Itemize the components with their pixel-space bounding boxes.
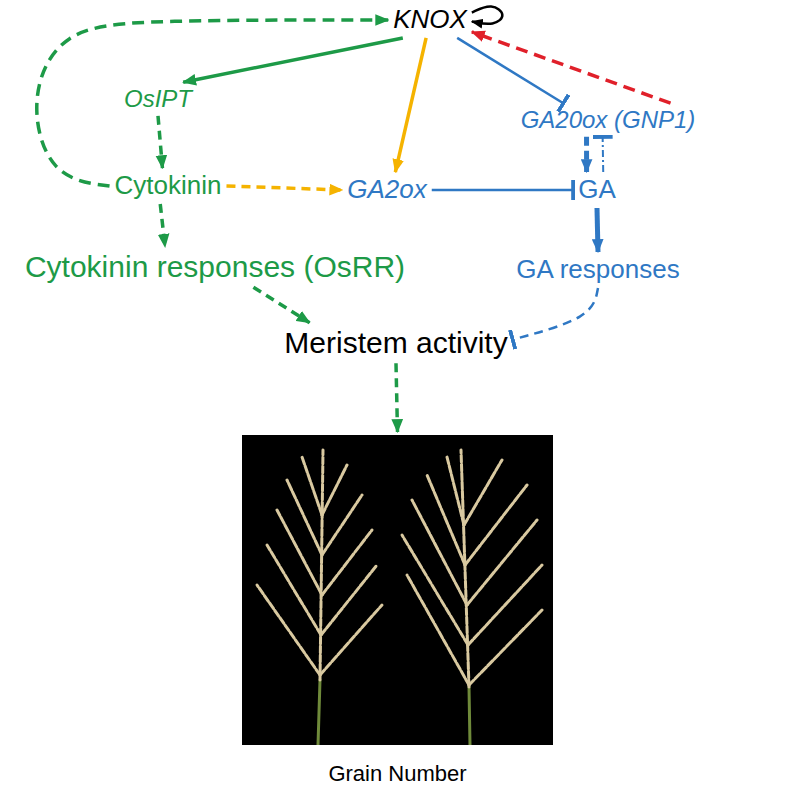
activation-connector: [226, 186, 342, 190]
activation-connector: [253, 287, 309, 323]
hormone-label: Cytokinin: [113, 171, 224, 201]
process-label: Meristem activity: [282, 326, 509, 361]
hormone-label: GA: [576, 175, 618, 205]
gene-label: GA20ox (GNP1): [519, 106, 698, 134]
node-text: KNOX: [391, 5, 469, 35]
panicle-photo: [242, 435, 553, 745]
inhibition-connector: [513, 288, 598, 340]
node-text: Cytokinin responses (OsRR): [23, 250, 407, 285]
activation-connector: [160, 204, 165, 247]
node-text: GA: [576, 175, 618, 205]
inhibition-connector: [602, 137, 605, 172]
node-text: OsIPT: [122, 85, 194, 113]
node-text: Grain Number: [242, 761, 553, 786]
activation-connector: [584, 137, 589, 172]
node-text: Meristem activity: [282, 326, 509, 361]
activation-connector: [158, 116, 162, 168]
gene-label: OsIPT: [122, 85, 194, 113]
inhibition-connector: [432, 189, 573, 192]
activation-connector: [472, 7, 503, 24]
activation-connector: [37, 20, 388, 186]
gene-label: KNOX: [391, 5, 469, 35]
activation-connector: [597, 208, 598, 252]
gene-label: GA2ox: [345, 175, 429, 205]
inhibition-connector: [457, 38, 563, 103]
activation-connector: [395, 38, 426, 172]
node-text: GA2ox: [345, 175, 429, 205]
activation-connector: [396, 363, 398, 432]
activation-connector: [472, 32, 671, 103]
node-text: GA20ox (GNP1): [519, 106, 698, 134]
node-text: GA responses: [514, 255, 681, 285]
photo-caption: Grain Number: [242, 435, 553, 786]
response-label: GA responses: [514, 255, 681, 285]
node-text: Cytokinin: [113, 171, 224, 201]
response-label: Cytokinin responses (OsRR): [23, 250, 407, 285]
activation-connector: [183, 38, 403, 82]
